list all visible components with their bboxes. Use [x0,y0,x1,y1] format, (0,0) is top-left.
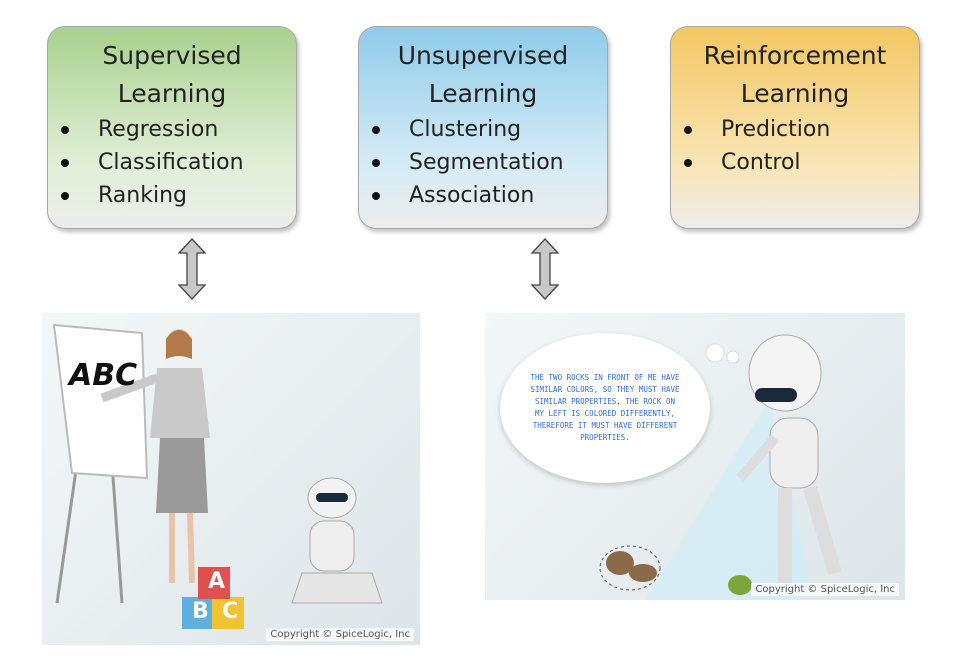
list-item: Classification [48,146,296,179]
unsupervised-learning-box: Unsupervised Learning Clustering Segment… [358,26,608,229]
double-arrow-icon [530,238,560,300]
list-item: Control [671,146,919,179]
thought-bubble: THE TWO ROCKS IN FRONT OF ME HAVE SIMILA… [500,333,710,483]
list-item: Ranking [48,179,296,212]
box-title: Unsupervised Learning [397,41,569,108]
teacher-scene-icon [52,323,383,629]
copyright-text: Copyright © SpiceLogic, Inc [266,628,414,641]
flipchart-text: ABC [69,358,138,393]
reinforcement-learning-box: Reinforcement Learning Prediction Contro… [670,26,920,229]
list-item: Prediction [671,113,919,146]
double-arrow-icon [177,238,207,300]
supervised-learning-box: Supervised Learning Regression Classific… [47,26,297,229]
block-a: A [208,569,226,594]
block-b: B [192,599,209,624]
robot-scene-icon [599,334,842,600]
teacher-robot-illustration: ABC A B C Copyright © SpiceLogic, Inc [42,313,420,645]
list-item: Segmentation [359,146,607,179]
list-item: Regression [48,113,296,146]
list-item: Clustering [359,113,607,146]
robot-rocks-illustration: THE TWO ROCKS IN FRONT OF ME HAVE SIMILA… [485,313,905,600]
list-item: Association [359,179,607,212]
box-title: Supervised Learning [102,41,242,108]
box-title: Reinforcement Learning [703,41,887,108]
copyright-text: Copyright © SpiceLogic, Inc [751,583,899,596]
thought-text: THE TWO ROCKS IN FRONT OF ME HAVE SIMILA… [530,373,680,442]
block-c: C [222,599,239,624]
